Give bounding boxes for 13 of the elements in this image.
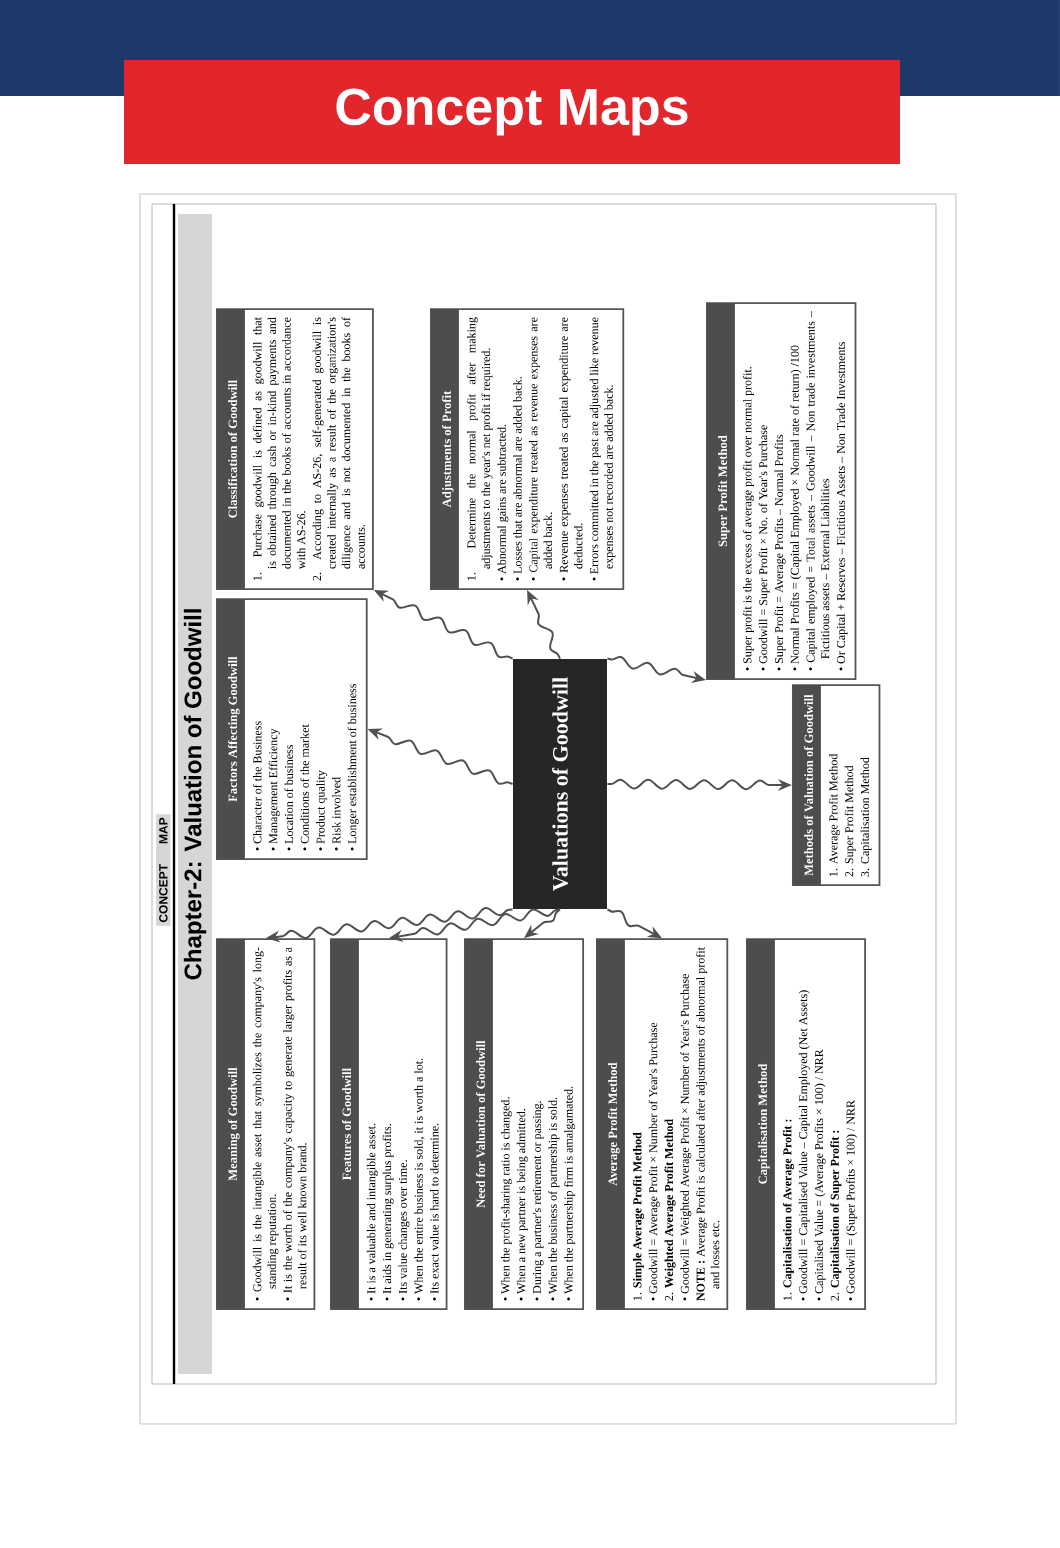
- info-box: [464, 938, 585, 1310]
- info-box: [216, 938, 316, 1310]
- info-box: [596, 938, 729, 1310]
- title-banner: Concept Maps: [124, 60, 900, 164]
- info-box: [792, 684, 881, 886]
- info-box: [216, 598, 368, 860]
- info-box: [430, 308, 625, 590]
- info-box: [330, 938, 448, 1310]
- central-box: Valuations of Goodwill: [513, 659, 607, 909]
- title-band: Chapter-2: Valuation of Goodwill: [178, 214, 212, 1374]
- info-box: [746, 938, 866, 1310]
- info-box: [706, 302, 857, 680]
- info-box: [216, 308, 374, 590]
